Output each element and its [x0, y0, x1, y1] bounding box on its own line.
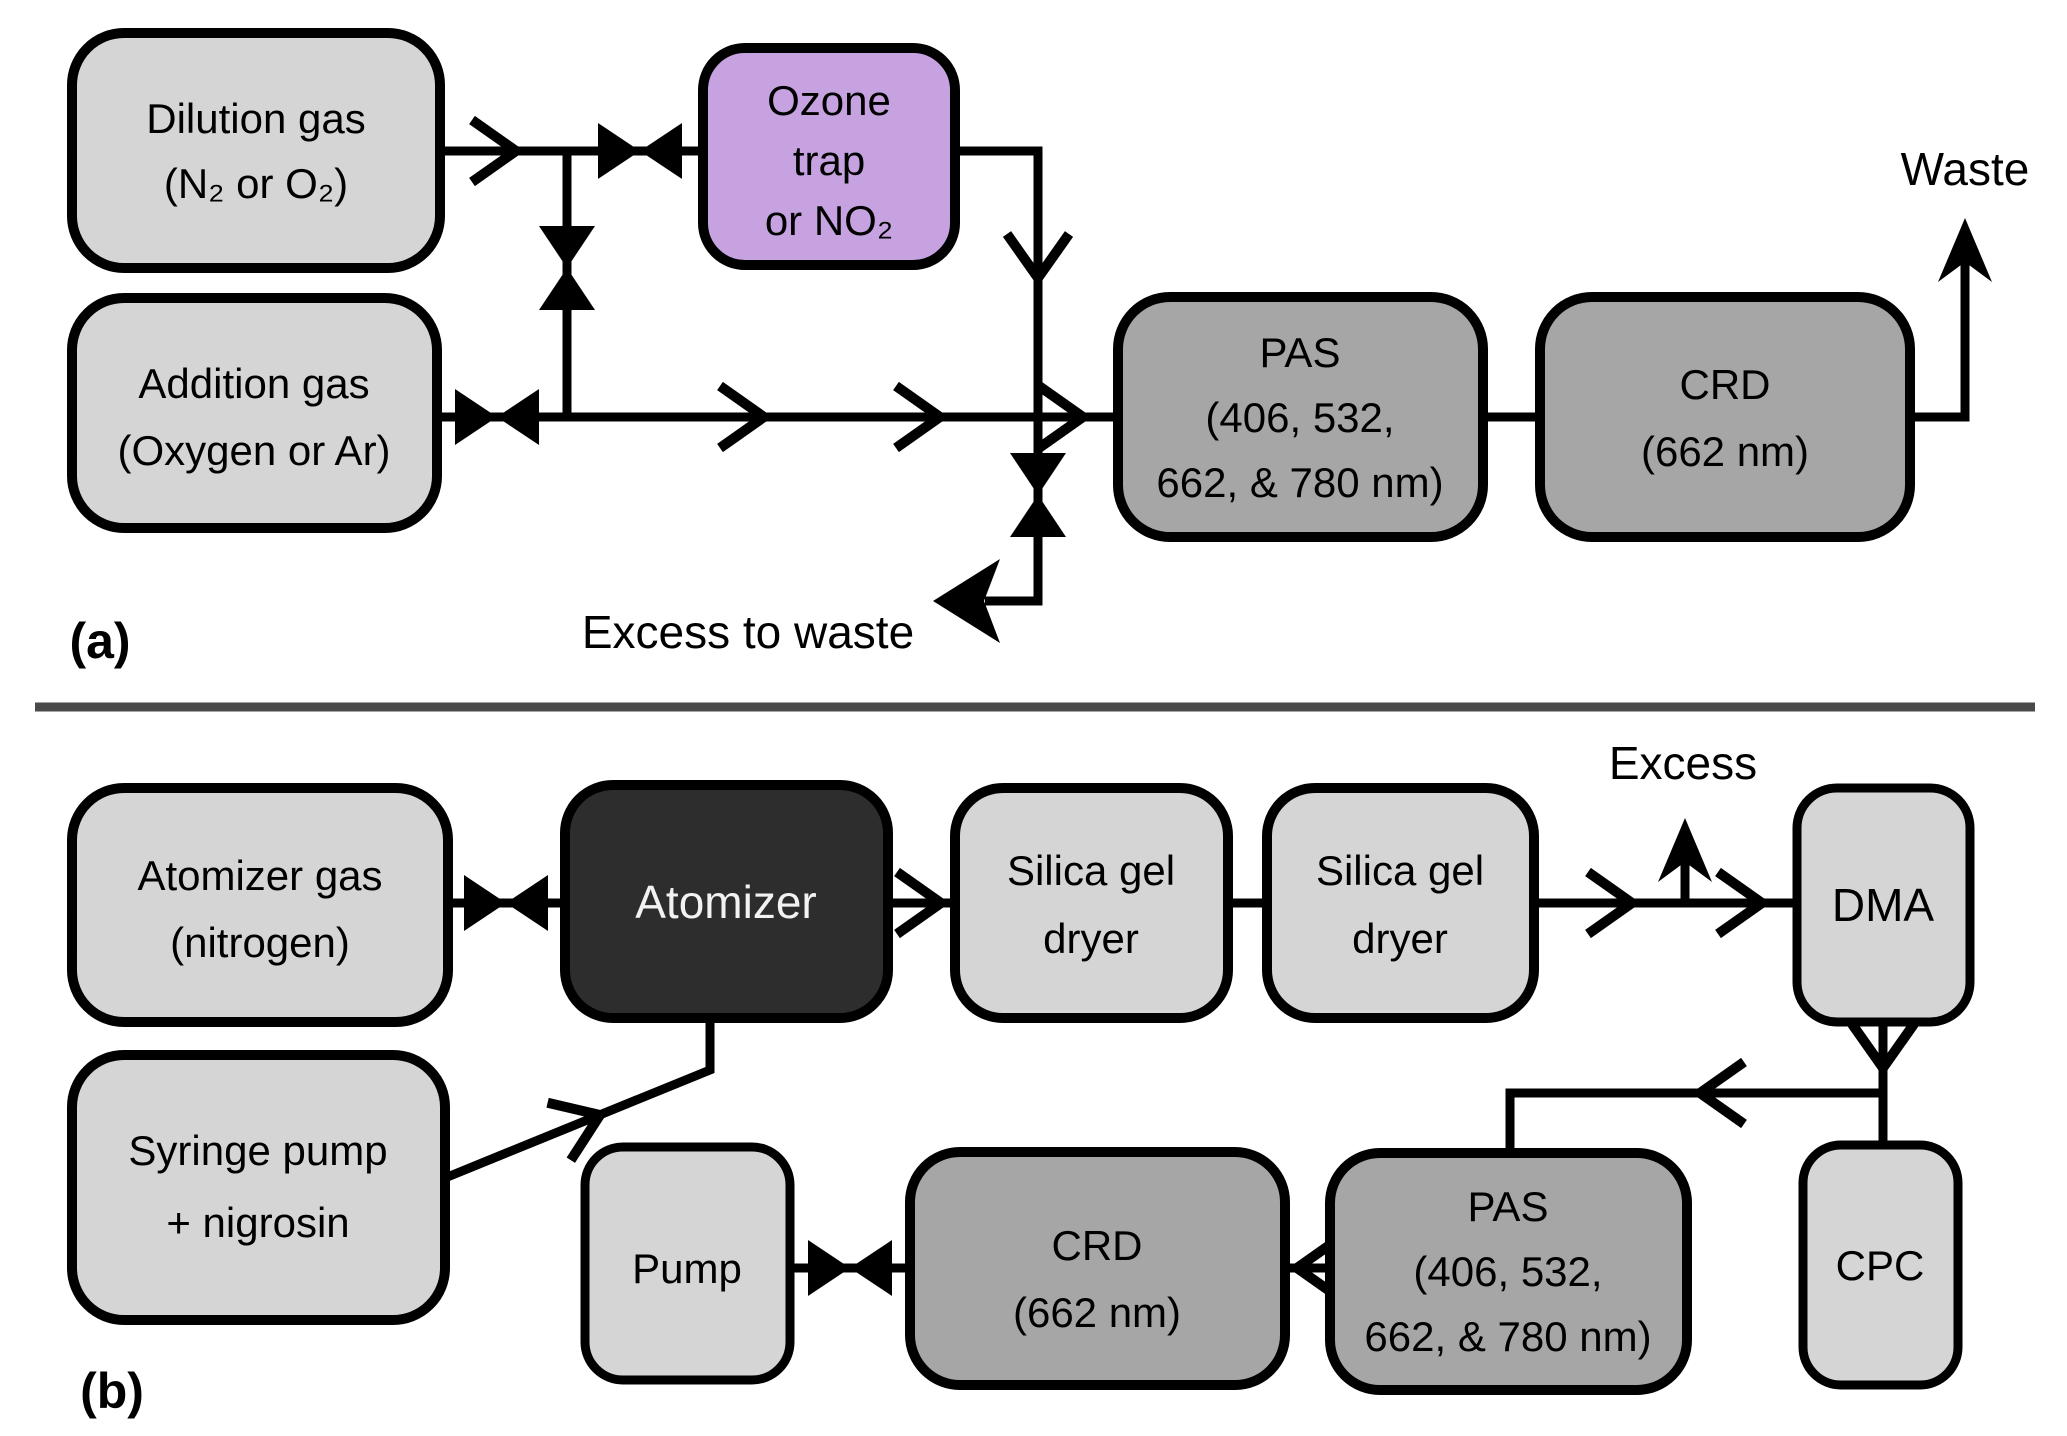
silica-dryer-1-label: Silica gel [1007, 847, 1175, 894]
panel-b-tag: (b) [80, 1363, 144, 1419]
addition-gas-box [67, 293, 442, 533]
flow-arrow-icon [1585, 867, 1641, 939]
valve-icon [598, 123, 682, 179]
flow-line [443, 1018, 715, 1183]
valve-half [455, 389, 497, 445]
cpc-box [1798, 1140, 1963, 1390]
silica-dryer-2-label: dryer [1352, 915, 1448, 962]
pump-label: Pump [632, 1245, 742, 1292]
excess-label: Excess [1609, 737, 1757, 789]
valve-half [539, 268, 595, 310]
valve-half [1010, 453, 1066, 495]
panel-a-tag: (a) [69, 613, 130, 669]
ozone-trap-label: or NO₂ [765, 197, 893, 244]
flow-arrow-icon [1691, 1057, 1747, 1129]
addition-gas-label: (Oxygen or Ar) [117, 427, 390, 474]
pas-a-label: PAS [1260, 329, 1341, 376]
pas-b-box [1325, 1148, 1692, 1395]
flow-arrow-icon [893, 381, 949, 453]
flow-arrow-icon [1036, 381, 1092, 453]
atomizer-gas-label: (nitrogen) [170, 919, 350, 966]
pas-b-label: (406, 532, [1413, 1248, 1602, 1295]
waste-label: Waste [1901, 143, 2030, 195]
crd-a-label: CRD [1680, 361, 1771, 408]
crd-a-label: (662 nm) [1641, 428, 1809, 475]
valve-half [464, 875, 506, 931]
excess-to-waste-arrow-icon [933, 559, 1000, 643]
ozone-trap-label: Ozone [767, 77, 891, 124]
waste-arrow-icon [1938, 218, 1992, 282]
crd-b-label: (662 nm) [1013, 1289, 1181, 1336]
valve-half [539, 226, 595, 268]
atomizer-label: Atomizer [635, 876, 816, 928]
valve-icon [464, 875, 548, 931]
valve-half [497, 389, 539, 445]
dilution-gas-label: Dilution gas [146, 95, 365, 142]
dilution-gas-label: (N₂ or O₂) [164, 160, 348, 207]
flow-line [1505, 1088, 1883, 1153]
ozone-trap-box [698, 43, 960, 270]
pas-b-label: PAS [1468, 1183, 1549, 1230]
valve-half [1010, 495, 1066, 537]
atomizer-box [560, 780, 893, 1023]
flow-line [1910, 235, 1970, 422]
valve-half [506, 875, 548, 931]
valve-icon [455, 389, 539, 445]
atomizer-gas-label: Atomizer gas [137, 852, 382, 899]
crd-a-box [1535, 292, 1915, 542]
valve-icon [539, 226, 595, 310]
syringe-pump-label: + nigrosin [166, 1199, 349, 1246]
silica-dryer-2-box [1262, 783, 1539, 1023]
atomizer-gas-box [67, 783, 453, 1027]
valve-icon [1010, 453, 1066, 537]
flow-arrow-icon [717, 381, 773, 453]
crd-b-box [905, 1147, 1290, 1390]
excess-arrow-icon [1658, 818, 1712, 882]
valve-icon [808, 1240, 892, 1296]
excess-to-waste-label: Excess to waste [582, 606, 914, 658]
dilution-gas-box [67, 28, 445, 273]
crd-b-label: CRD [1052, 1222, 1143, 1269]
valve-half [808, 1240, 850, 1296]
panel-a: Dilution gas (N₂ or O₂) Addition gas (Ox… [67, 28, 2030, 669]
valve-half [850, 1240, 892, 1296]
flow-arrow-icon [894, 867, 950, 939]
silica-dryer-1-label: dryer [1043, 915, 1139, 962]
syringe-pump-box [67, 1050, 450, 1325]
pas-a-label: 662, & 780 nm) [1156, 459, 1443, 506]
valve-half [598, 123, 640, 179]
cpc-label: CPC [1836, 1242, 1925, 1289]
flow-arrow-icon [1002, 231, 1074, 287]
flow-arrow-icon [546, 1097, 609, 1163]
pas-b-label: 662, & 780 nm) [1364, 1313, 1651, 1360]
syringe-pump-label: Syringe pump [128, 1127, 387, 1174]
silica-dryer-2-label: Silica gel [1316, 847, 1484, 894]
pump-box [580, 1142, 795, 1385]
dma-label: DMA [1832, 879, 1935, 931]
flow-arrow-icon [1847, 1021, 1919, 1077]
valve-half [640, 123, 682, 179]
flow-arrow-icon [469, 115, 525, 187]
pas-a-label: (406, 532, [1205, 394, 1394, 441]
ozone-trap-label: trap [793, 137, 865, 184]
addition-gas-label: Addition gas [138, 360, 369, 407]
silica-dryer-1-box [950, 783, 1233, 1023]
panel-b: Atomizer gas (nitrogen) Atomizer Silica … [67, 737, 1975, 1419]
pas-a-box [1113, 292, 1488, 542]
flow-arrow-icon [1715, 867, 1771, 939]
dma-box [1792, 783, 1975, 1027]
flow-line [955, 146, 1043, 417]
